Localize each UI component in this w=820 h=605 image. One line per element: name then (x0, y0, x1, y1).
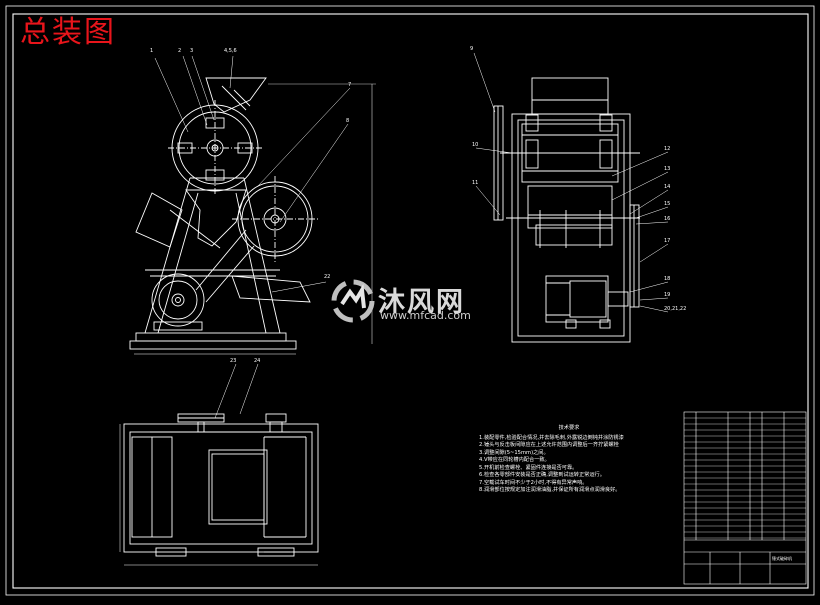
part-callout-label: 10 (472, 142, 479, 148)
mfcad-logo-icon (331, 279, 375, 323)
part-callout-label: 18 (664, 276, 671, 282)
side-view (473, 52, 669, 343)
tech-req-item: 3.调整间隙(5~15mm)之间。 (479, 449, 549, 456)
part-callout-label: 11 (472, 180, 479, 186)
inner-frame (12, 13, 809, 589)
tech-req-item: 5.开机前检查螺栓、紧固件连接是否可靠。 (479, 464, 578, 471)
part-callout-label: 1 (150, 48, 154, 54)
part-callout-label: 2 (178, 48, 182, 54)
part-callout-label: 24 (254, 358, 261, 364)
part-callout-label: 4,5,6 (224, 48, 237, 54)
part-callout-label: 17 (664, 238, 671, 244)
tech-req-item: 4.V带应在同轮槽内配合一致。 (479, 457, 550, 463)
technical-requirements-heading: 技术要求 (558, 425, 580, 431)
tech-req-item: 7.空载试车时间不少于2小时,不得有异常声响。 (479, 479, 588, 486)
tech-req-item: 2.锤头与反击板间隙应在上述允许范围内调整后一齐拧紧螺栓 (479, 442, 619, 448)
part-callout-label: 15 (664, 201, 671, 207)
plan-frame (123, 423, 319, 553)
watermark-brand: 沐风网 (378, 287, 465, 318)
part-callout-label: 12 (664, 146, 671, 152)
side-left-sheave (493, 105, 504, 221)
watermark-url: www.mfcad.com (380, 309, 471, 322)
tech-req-item: 8.润滑部位按规定加注润滑油脂,并保证所有润滑点润滑良好。 (479, 487, 621, 493)
part-callout-label: 13 (664, 166, 671, 172)
front-base-beam (129, 340, 297, 350)
drawing-title: 总装图 (20, 15, 116, 50)
front-view (129, 55, 376, 355)
part-callout-label: 7 (348, 82, 352, 88)
feed-hopper (205, 77, 267, 113)
part-callout-label: 14 (664, 184, 671, 190)
outer-border (5, 5, 815, 596)
title-block-name: 锤式破碎机 (772, 556, 792, 561)
part-callout-label: 3 (190, 48, 194, 54)
part-callout-label: 22 (324, 274, 331, 280)
plan-rotor-opening (208, 449, 268, 525)
plan-view (119, 363, 319, 566)
part-callout-label: 23 (230, 358, 237, 364)
front-motor (151, 273, 205, 327)
part-callout-label: 8 (346, 118, 350, 124)
technical-requirements: 技术要求 1.装配零件,检验配合情况,并去除毛刺,外露锐边倒钝并涂防锈漆 2.锤… (479, 425, 629, 495)
parts-list-rows (684, 417, 806, 539)
part-callout-label: 16 (664, 216, 671, 222)
discharge-chute (185, 189, 247, 247)
tech-req-item: 1.装配零件,检验配合情况,并去除毛刺,外露锐边倒钝并涂防锈漆 (479, 434, 624, 441)
side-hopper (531, 77, 609, 115)
part-callout-label: 19 (664, 292, 671, 298)
outlet-box (135, 192, 183, 248)
watermark: 沐风网 www.mfcad.com (330, 278, 490, 326)
title-block (683, 411, 807, 585)
part-callout-label: 9 (470, 46, 474, 52)
plan-bottom-pulley (155, 547, 187, 557)
parts-list-table (683, 411, 807, 585)
side-right-sheave (629, 204, 640, 308)
tech-req-item: 6.检查各零部件安装是否正确,调整到试运转正常运行。 (479, 472, 605, 478)
part-callout-label: 20,21,22 (664, 306, 687, 312)
front-left-leg (144, 177, 191, 334)
front-right-leg (243, 177, 281, 334)
